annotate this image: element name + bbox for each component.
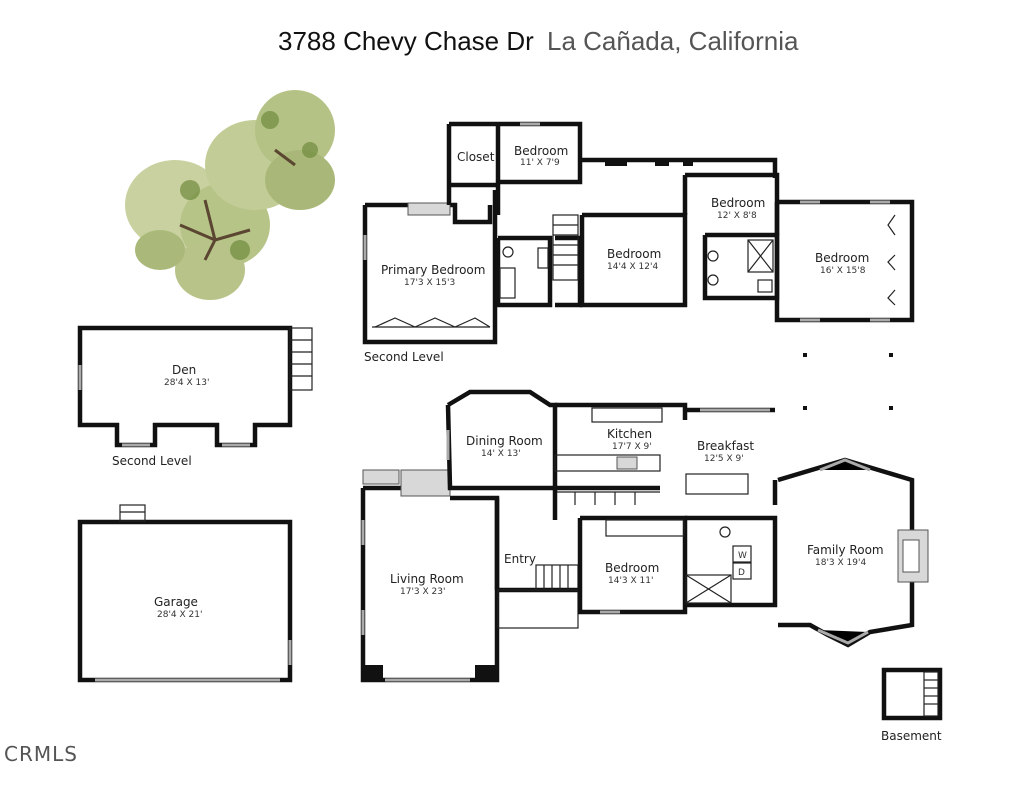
primary-bedroom-name: Primary Bedroom	[381, 263, 485, 277]
dryer-label: D	[738, 568, 745, 578]
second-level-label-den: Second Level	[112, 454, 192, 468]
bedroom-e-name: Bedroom	[605, 561, 659, 575]
primary-bedroom-dims: 17'3 X 15'3	[404, 278, 455, 288]
second-level-label-main: Second Level	[364, 350, 444, 364]
garage-block	[77, 504, 293, 683]
address-title: 3788 Chevy Chase Dr	[278, 26, 534, 56]
bedroom-e-dims: 14'3 X 11'	[608, 576, 653, 586]
den-block	[77, 325, 313, 448]
garage-name: Garage	[154, 595, 198, 609]
bedroom-c-dims: 14'4 X 12'4	[607, 262, 658, 272]
dining-room-name: Dining Room	[466, 434, 543, 448]
washer-label: W	[738, 551, 747, 561]
bedroom-d-name: Bedroom	[815, 251, 869, 265]
tree-icon	[125, 90, 335, 300]
bedroom-a-name: Bedroom	[514, 144, 568, 158]
bedroom-b-name: Bedroom	[711, 196, 765, 210]
dining-room-dims: 14' X 13'	[481, 449, 521, 459]
kitchen-dims: 17'7 X 9'	[612, 442, 652, 452]
family-room-name: Family Room	[807, 543, 884, 557]
bedroom-c-name: Bedroom	[607, 247, 661, 261]
den-name: Den	[172, 363, 196, 377]
bedroom-a-dims: 11' X 7'9	[520, 158, 560, 168]
bedroom-d-dims: 16' X 15'8	[820, 266, 866, 276]
family-room-dims: 18'3 X 19'4	[815, 558, 866, 568]
entry-label: Entry	[504, 552, 536, 566]
deck-posts	[803, 353, 893, 410]
garage-dims: 28'4 X 21'	[157, 610, 202, 620]
second-level-main	[362, 121, 915, 345]
living-room-dims: 17'3 X 23'	[400, 587, 445, 597]
living-room-name: Living Room	[390, 572, 464, 586]
breakfast-name: Breakfast	[697, 439, 754, 453]
kitchen-name: Kitchen	[607, 427, 652, 441]
main-level	[360, 389, 943, 721]
city-title: La Cañada, California	[547, 26, 799, 56]
basement-label: Basement	[881, 729, 942, 743]
breakfast-dims: 12'5 X 9'	[704, 454, 744, 464]
den-dims: 28'4 X 13'	[164, 378, 209, 388]
bedroom-b-dims: 12' X 8'8	[717, 211, 757, 221]
crmls-watermark: CRMLS	[4, 742, 78, 766]
closet-label: Closet	[457, 150, 495, 164]
